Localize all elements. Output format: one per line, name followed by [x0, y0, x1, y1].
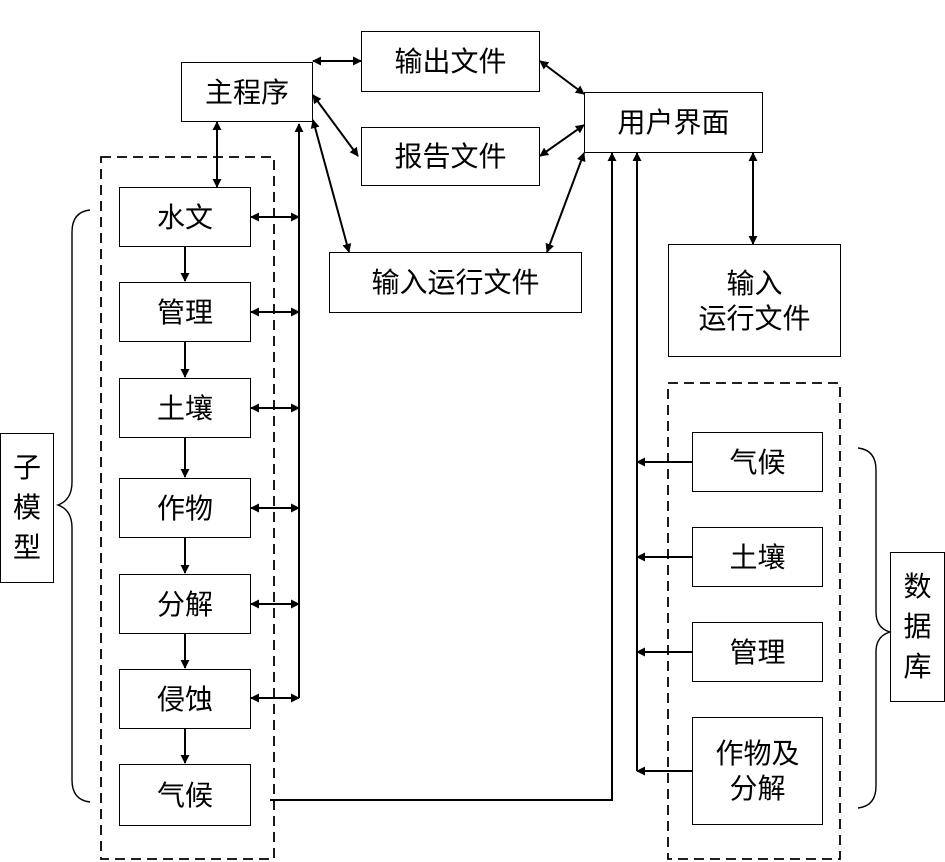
submodel-crop: 作物 — [119, 478, 251, 538]
report-file-box: 报告文件 — [361, 127, 540, 186]
input-run-file-right-box: 输入 运行文件 — [668, 244, 841, 357]
database-group-label: 数 据 库 — [890, 552, 945, 702]
output-file-box: 输出文件 — [361, 31, 540, 92]
submodel-brace — [55, 209, 91, 803]
submodel-climate: 气候 — [119, 764, 251, 826]
database-soil: 土壤 — [692, 527, 823, 587]
input-run-file-center-box: 输入运行文件 — [329, 252, 582, 313]
submodel-dashed-group — [100, 156, 275, 860]
submodel-hydrology: 水文 — [119, 187, 251, 247]
database-dashed-group — [667, 382, 841, 860]
user-interface-box: 用户界面 — [584, 92, 763, 153]
arrow-inputrun-ui — [545, 152, 586, 253]
main-program-box: 主程序 — [181, 62, 313, 122]
arrow-main-inputrun — [310, 119, 352, 253]
submodel-group-label: 子 模 型 — [0, 433, 54, 583]
line-climate-ui — [270, 152, 617, 801]
database-brace — [857, 447, 893, 809]
submodel-soil: 土壤 — [119, 378, 251, 438]
arrow-report-ui — [539, 124, 585, 157]
arrow-output-ui — [539, 60, 585, 95]
database-climate: 气候 — [692, 432, 823, 492]
submodel-decomposition: 分解 — [119, 574, 251, 634]
submodel-erosion: 侵蚀 — [119, 669, 251, 729]
database-crop-decomposition: 作物及 分解 — [692, 717, 823, 825]
database-management: 管理 — [692, 622, 823, 682]
submodel-management: 管理 — [119, 282, 251, 342]
